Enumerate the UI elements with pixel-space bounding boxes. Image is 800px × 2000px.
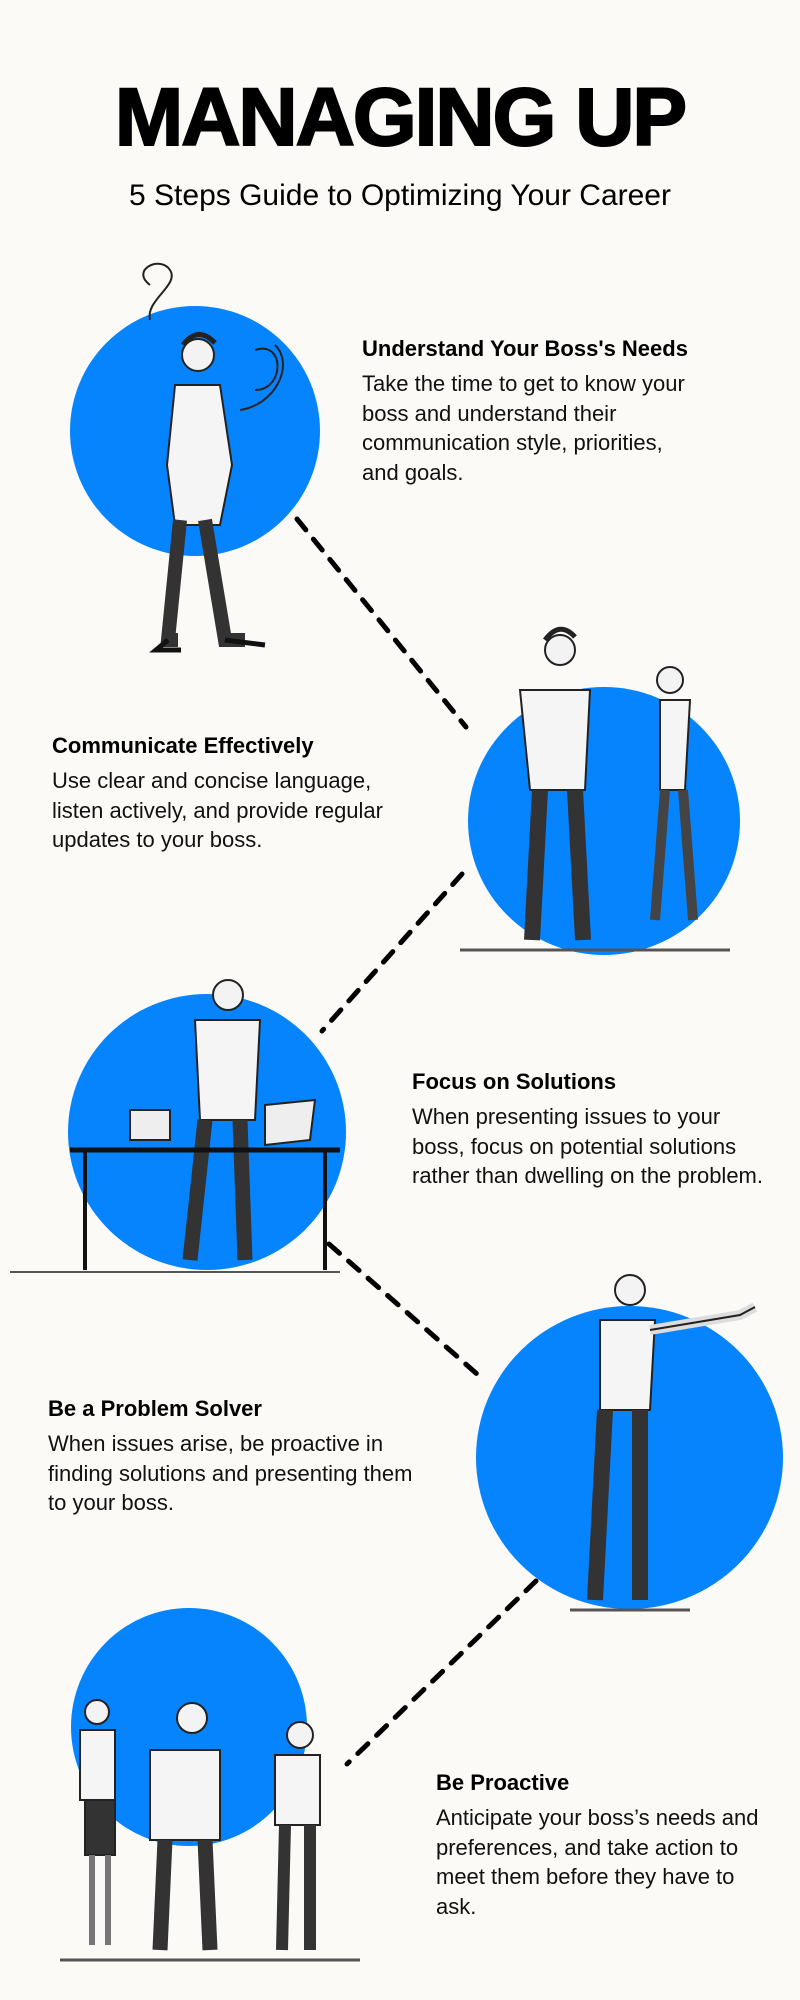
page-subtitle: 5 Steps Guide to Optimizing Your Career [129,179,671,212]
step-heading: Focus on Solutions [412,1069,617,1094]
step-heading: Be Proactive [436,1770,570,1795]
dashed-connector-1 [294,516,469,730]
step-3-text: Focus on Solutions When presenting issue… [412,1068,772,1191]
dashed-connector-2 [319,871,465,1034]
step-description: When issues arise, be proactive in findi… [48,1431,413,1515]
page-title: MANAGING UP [114,72,688,163]
step-heading: Understand Your Boss's Needs [362,336,688,361]
dashed-connector-3 [326,1241,488,1384]
step-2-text: Communicate Effectively Use clear and co… [52,732,412,855]
step-description: Anticipate your boss’s needs and prefere… [436,1805,759,1919]
man-pointing-illustration [570,1274,758,1612]
dashed-connector-4 [344,1578,539,1767]
three-people-talking-illustration [60,1699,360,1962]
step-heading: Be a Problem Solver [48,1396,262,1421]
step-description: Use clear and concise language, listen a… [52,768,383,852]
step-1-text: Understand Your Boss's Needs Take the ti… [362,335,722,487]
man-at-desk-illustration [10,979,340,1273]
man-thinking-illustration [142,262,284,653]
step-4-text: Be a Problem Solver When issues arise, b… [48,1395,428,1518]
step-5-text: Be Proactive Anticipate your boss’s need… [436,1769,776,1921]
man-and-woman-talking-illustration [460,626,730,952]
step-heading: Communicate Effectively [52,733,314,758]
step-description: When presenting issues to your boss, foc… [412,1104,763,1188]
step-description: Take the time to get to know your boss a… [362,371,685,485]
